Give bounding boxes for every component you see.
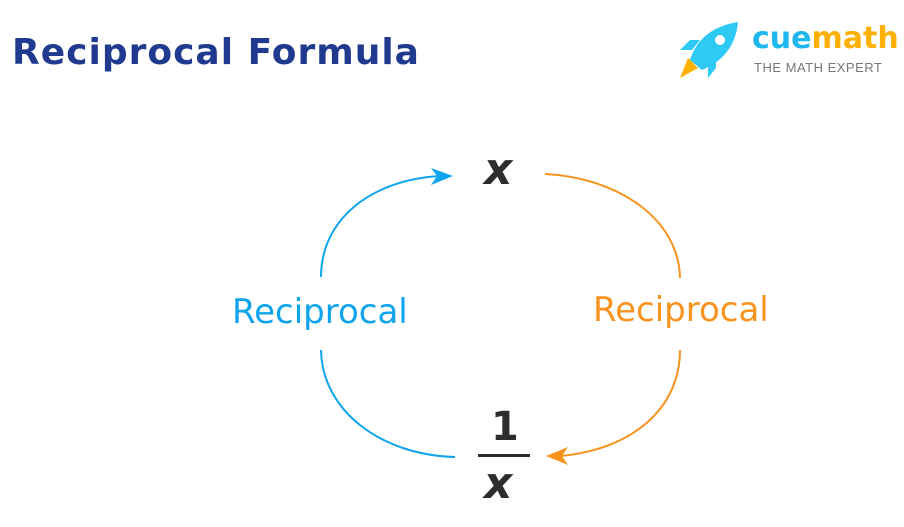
fraction-denominator: x	[484, 458, 513, 509]
left-arc-bottom	[320, 349, 456, 458]
left-reciprocal-label: Reciprocal	[232, 292, 408, 332]
right-reciprocal-label: Reciprocal	[593, 290, 769, 330]
top-node-x: x	[484, 144, 513, 195]
cuemath-logo: cuemath THE MATH EXPERT	[676, 20, 899, 80]
left-arc-top	[320, 175, 441, 278]
page-title: Reciprocal Formula	[12, 32, 420, 73]
brand-name: cuemath	[752, 22, 899, 56]
right-arrowhead	[546, 447, 568, 465]
right-arc-bottom	[559, 349, 681, 457]
brand-cue: cue	[752, 21, 812, 56]
fraction-numerator: 1	[491, 404, 519, 450]
left-arrowhead	[431, 168, 453, 185]
brand-math: math	[811, 21, 899, 56]
brand-tagline: THE MATH EXPERT	[754, 60, 883, 75]
right-arc-top	[544, 173, 681, 279]
fraction-bar	[478, 454, 530, 457]
rocket-icon	[680, 22, 738, 78]
